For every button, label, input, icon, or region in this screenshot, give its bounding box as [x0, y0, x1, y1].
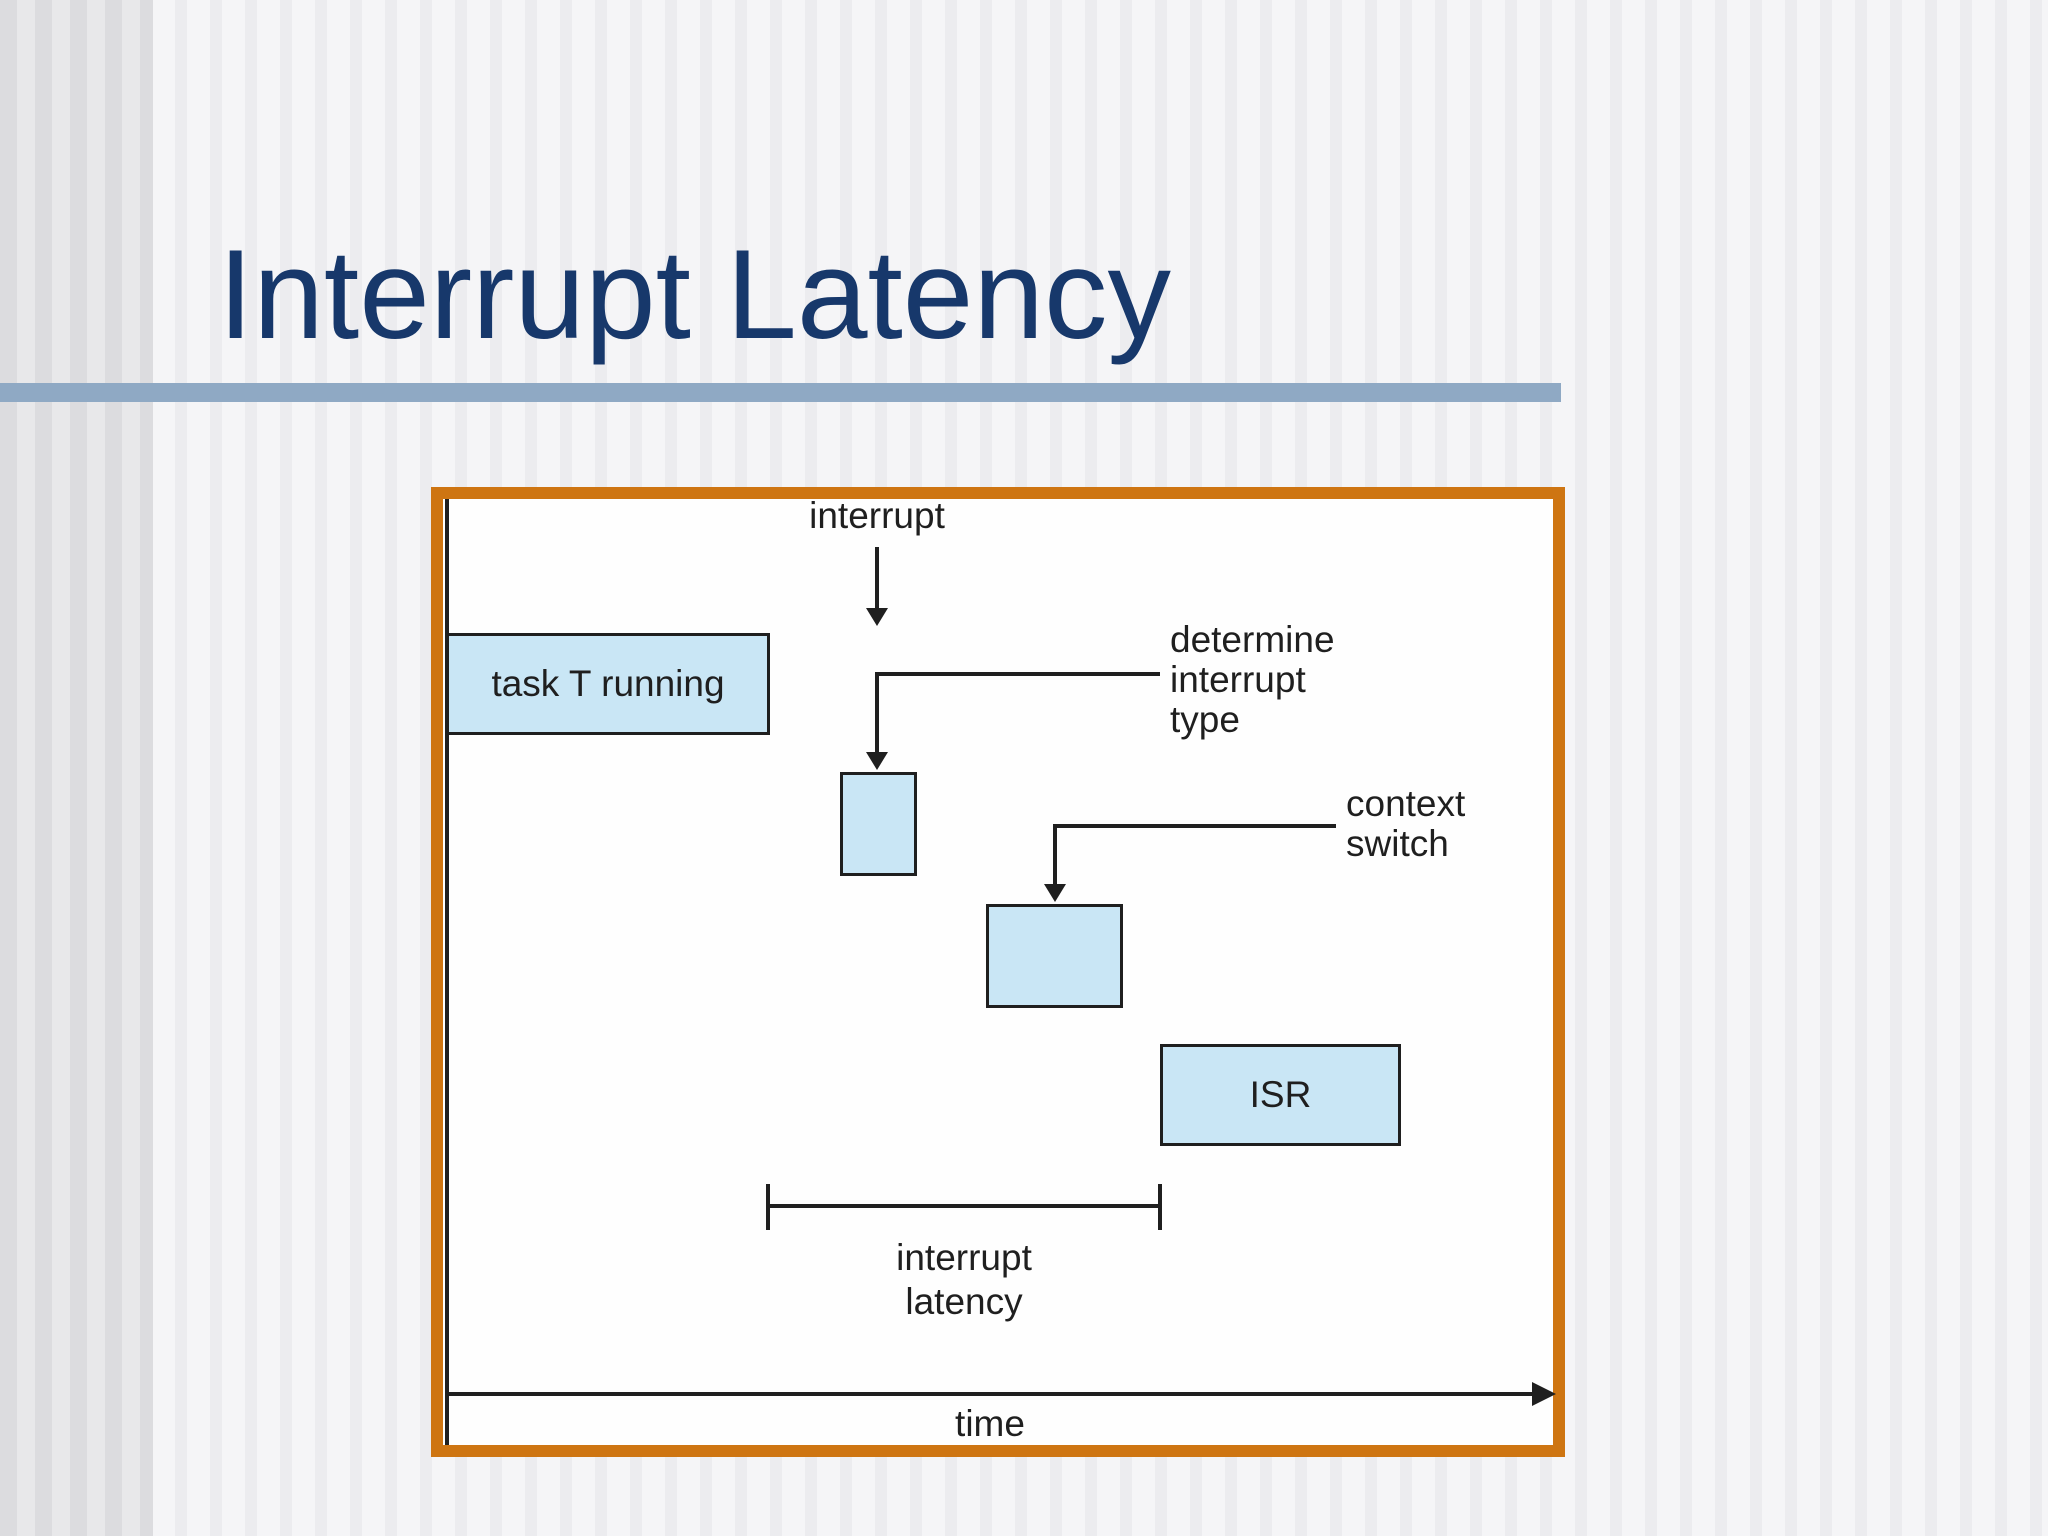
left-stripe-band — [0, 0, 153, 1536]
diagram-left-rule — [445, 499, 449, 1445]
page-title: Interrupt Latency — [218, 223, 1172, 365]
task-running-box: task T running — [446, 633, 770, 735]
determine-connector-vline — [875, 672, 879, 752]
latency-bracket-line — [766, 1204, 1162, 1208]
context-switch-label: context switch — [1346, 784, 1465, 864]
context-switch-interval-box — [986, 904, 1123, 1008]
context-connector-hline — [1053, 824, 1336, 828]
interrupt-latency-label: interrupt latency — [792, 1236, 1136, 1324]
arrowhead-down-icon — [866, 608, 888, 626]
arrowhead-down-icon — [866, 752, 888, 770]
interrupt-arrow-line — [875, 547, 879, 608]
latency-bracket-right-tick — [1158, 1184, 1162, 1230]
determine-connector-hline — [875, 672, 1160, 676]
determine-interrupt-type-label: determine interrupt type — [1170, 620, 1335, 740]
isr-label: ISR — [1249, 1074, 1312, 1115]
determine-line-3: type — [1170, 699, 1240, 740]
time-axis-line — [446, 1392, 1532, 1396]
isr-box: ISR — [1160, 1044, 1401, 1146]
context-line-2: switch — [1346, 823, 1449, 864]
determine-line-1: determine — [1170, 619, 1335, 660]
task-running-label: task T running — [491, 663, 725, 704]
interrupt-label: interrupt — [809, 495, 945, 536]
latency-bracket-left-tick — [766, 1184, 770, 1230]
arrowhead-right-icon — [1532, 1382, 1556, 1406]
context-connector-vline — [1053, 824, 1057, 884]
time-axis-label: time — [955, 1403, 1025, 1444]
determine-line-2: interrupt — [1170, 659, 1306, 700]
latency-line-1: interrupt — [896, 1237, 1032, 1278]
title-underline-bar — [0, 383, 1561, 402]
arrowhead-down-icon — [1044, 884, 1066, 902]
latency-line-2: latency — [905, 1281, 1023, 1322]
determine-interval-box — [840, 772, 917, 876]
context-line-1: context — [1346, 783, 1466, 824]
